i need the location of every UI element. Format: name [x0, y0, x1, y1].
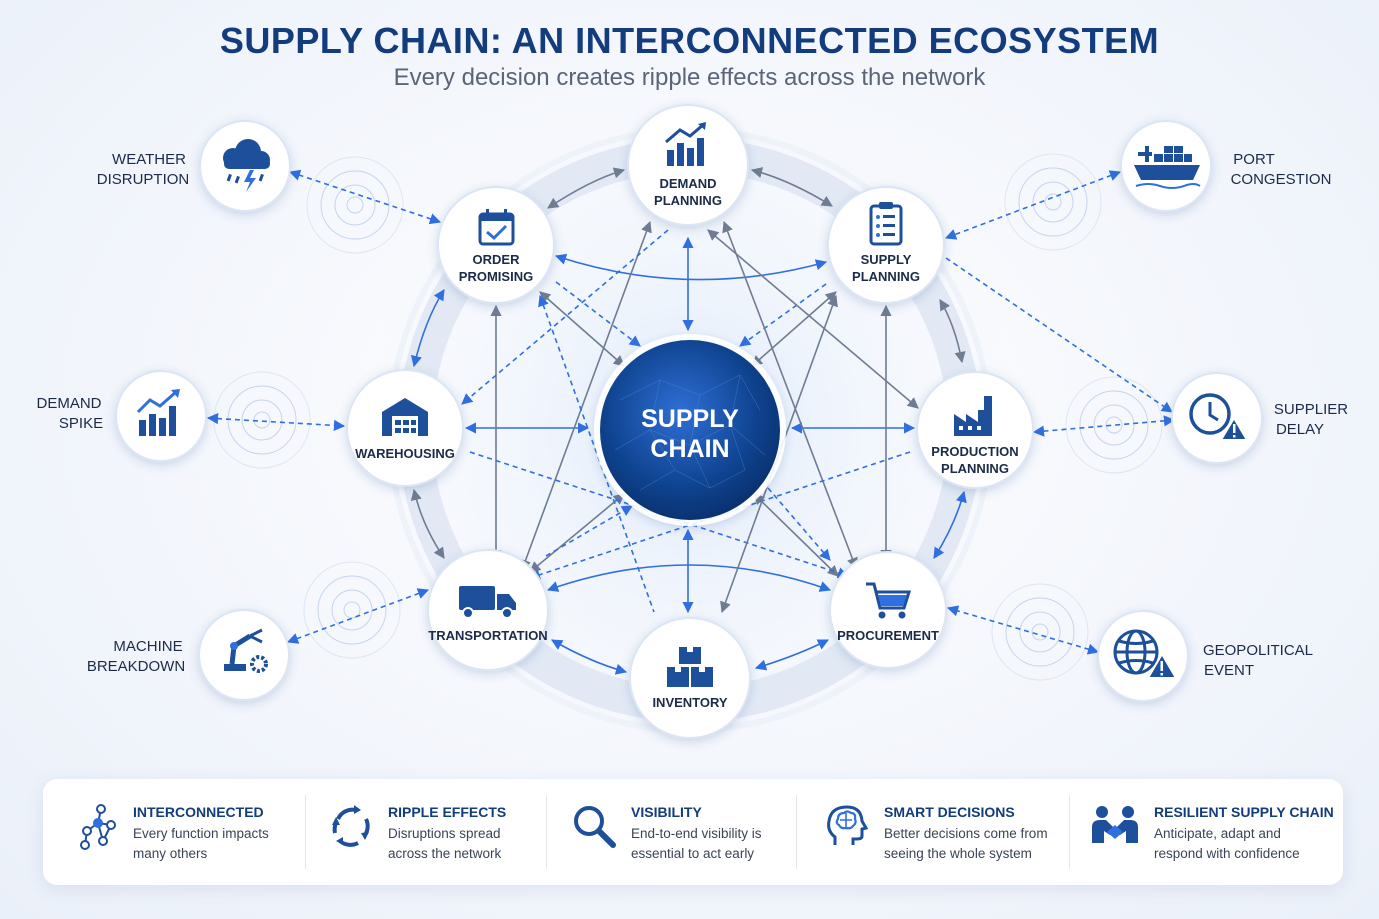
- event-machine-breakdown[interactable]: MACHINE BREAKDOWN: [87, 609, 290, 701]
- robot-arm-gear-icon: [224, 628, 268, 673]
- weather-label-line2: DISRUPTION: [97, 171, 190, 188]
- production-planning-label-line1: PRODUCTION: [931, 444, 1018, 459]
- footer-desc-line2: respond with confidence: [1154, 846, 1300, 861]
- boxes-icon: [667, 647, 713, 687]
- footer-item-resilient: RESILIENT SUPPLY CHAIN Anticipate, adapt…: [1070, 779, 1343, 885]
- footer-desc-line1: Anticipate, adapt and: [1154, 826, 1281, 841]
- production-planning-label-line2: PLANNING: [941, 461, 1009, 476]
- footer-desc-visibility: End-to-end visibility is essential to ac…: [631, 824, 762, 864]
- node-order-promising[interactable]: ORDER PROMISING: [437, 186, 555, 304]
- hub-label-line1: SUPPLY: [641, 405, 739, 433]
- node-production-planning[interactable]: PRODUCTION PLANNING: [916, 371, 1034, 489]
- footer-title-ripple: RIPPLE EFFECTS: [388, 804, 507, 820]
- footer-title-smart: SMART DECISIONS: [884, 804, 1015, 820]
- node-warehousing[interactable]: WAREHOUSING: [346, 369, 464, 487]
- calendar-check-icon: [478, 209, 515, 246]
- footer-item-visibility: VISIBILITY End-to-end visibility is esse…: [547, 779, 795, 885]
- connections: [206, 167, 1176, 675]
- port-label-line2: CONGESTION: [1231, 171, 1332, 188]
- footer-item-smart-decisions: SMART DECISIONS Better decisions come fr…: [797, 779, 1069, 885]
- footer-title-resilient: RESILIENT SUPPLY CHAIN: [1154, 804, 1334, 820]
- footer-desc-ripple: Disruptions spread across the network: [388, 824, 501, 864]
- supplier-label-line1: SUPPLIER: [1274, 401, 1348, 418]
- geopolitical-label-line1: GEOPOLITICAL: [1203, 642, 1313, 659]
- footer-desc-line2: across the network: [388, 846, 502, 861]
- node-demand-planning[interactable]: DEMAND PLANNING: [627, 104, 749, 226]
- footer-desc-line2: seeing the whole system: [884, 846, 1032, 861]
- bar-chart-growth-icon: [665, 122, 706, 166]
- inventory-label: INVENTORY: [652, 695, 727, 710]
- hub-network-texture: [614, 374, 766, 491]
- footer-desc-line1: Every function impacts: [133, 826, 269, 841]
- event-supplier-delay[interactable]: SUPPLIER DELAY: [1171, 372, 1348, 464]
- node-procurement[interactable]: PROCUREMENT: [829, 551, 947, 669]
- shopping-cart-icon: [866, 582, 912, 619]
- footer-desc-line2: essential to act early: [631, 846, 755, 861]
- supply-chain-hub[interactable]: SUPPLY CHAIN: [594, 334, 786, 526]
- clipboard-list-icon: [869, 202, 903, 246]
- supply-planning-label-line2: PLANNING: [852, 269, 920, 284]
- magnifier-icon: [574, 806, 616, 848]
- supplier-label-line2: DELAY: [1276, 421, 1324, 438]
- event-demand-spike[interactable]: DEMAND SPIKE: [36, 370, 207, 462]
- footer-divider: [546, 795, 547, 869]
- footer-divider: [796, 795, 797, 869]
- footer-item-interconnected: INTERCONNECTED Every function impacts ma…: [43, 779, 305, 885]
- truck-icon: [459, 586, 516, 619]
- cargo-ship-icon: [1134, 146, 1201, 189]
- network-nodes-icon: [80, 804, 116, 850]
- footer-title-visibility: VISIBILITY: [631, 804, 702, 820]
- page-title: SUPPLY CHAIN: AN INTERCONNECTED ECOSYSTE…: [219, 20, 1160, 61]
- event-weather-disruption[interactable]: WEATHER DISRUPTION: [97, 120, 291, 212]
- footer-desc-line1: End-to-end visibility is: [631, 826, 762, 841]
- factory-icon: [954, 396, 992, 436]
- geopolitical-label-line2: EVENT: [1204, 662, 1254, 679]
- footer-desc-line1: Better decisions come from: [884, 826, 1048, 841]
- footer-item-ripple-effects: RIPPLE EFFECTS Disruptions spread across…: [306, 779, 546, 885]
- footer-desc-line1: Disruptions spread: [388, 826, 501, 841]
- clock-warning-icon: [1189, 393, 1249, 441]
- machine-label-line2: BREAKDOWN: [87, 658, 185, 675]
- demand-planning-label-line2: PLANNING: [654, 193, 722, 208]
- port-label-line1: PORT: [1233, 151, 1274, 168]
- machine-label-line1: MACHINE: [113, 638, 182, 655]
- supply-planning-label-line1: SUPPLY: [861, 252, 912, 267]
- page-subtitle: Every decision creates ripple effects ac…: [393, 64, 986, 91]
- storm-cloud-icon: [223, 139, 270, 192]
- warehousing-label: WAREHOUSING: [355, 446, 455, 461]
- order-promising-label-line2: PROMISING: [459, 269, 533, 284]
- procurement-label: PROCUREMENT: [837, 628, 939, 643]
- demand-spike-label-line2: SPIKE: [59, 415, 103, 432]
- ecosystem-diagram: SUPPLY CHAIN DEMAND PLANNING ORDER PROMI…: [36, 100, 1348, 760]
- weather-label-line1: WEATHER: [112, 151, 186, 168]
- demand-spike-label-line1: DEMAND: [36, 395, 101, 412]
- footer-divider: [305, 795, 306, 869]
- transportation-label: TRANSPORTATION: [428, 628, 547, 643]
- handshake-people-icon: [1092, 806, 1138, 843]
- globe-warning-icon: [1113, 629, 1178, 679]
- footer-desc-resilient: Anticipate, adapt and respond with confi…: [1154, 824, 1300, 864]
- circular-arrows-icon: [332, 805, 370, 847]
- event-port-congestion[interactable]: PORT CONGESTION: [1120, 120, 1332, 212]
- footer-desc-line2: many others: [133, 846, 208, 861]
- brain-head-icon: [827, 805, 869, 845]
- footer-desc-interconnected: Every function impacts many others: [133, 824, 269, 864]
- node-supply-planning[interactable]: SUPPLY PLANNING: [827, 186, 945, 304]
- demand-planning-label-line1: DEMAND: [659, 176, 716, 191]
- footer-panel: INTERCONNECTED Every function impacts ma…: [43, 779, 1343, 885]
- node-inventory[interactable]: INVENTORY: [629, 617, 751, 739]
- hub-label-line2: CHAIN: [650, 435, 729, 463]
- footer-title-interconnected: INTERCONNECTED: [133, 804, 264, 820]
- node-transportation[interactable]: TRANSPORTATION: [427, 549, 549, 671]
- event-geopolitical[interactable]: GEOPOLITICAL EVENT: [1097, 610, 1313, 702]
- bar-chart-spike-icon: [136, 389, 180, 436]
- footer-divider: [1069, 795, 1070, 869]
- footer-desc-smart: Better decisions come from seeing the wh…: [884, 824, 1048, 864]
- warehouse-icon: [382, 398, 428, 436]
- order-promising-label-line1: ORDER: [473, 252, 521, 267]
